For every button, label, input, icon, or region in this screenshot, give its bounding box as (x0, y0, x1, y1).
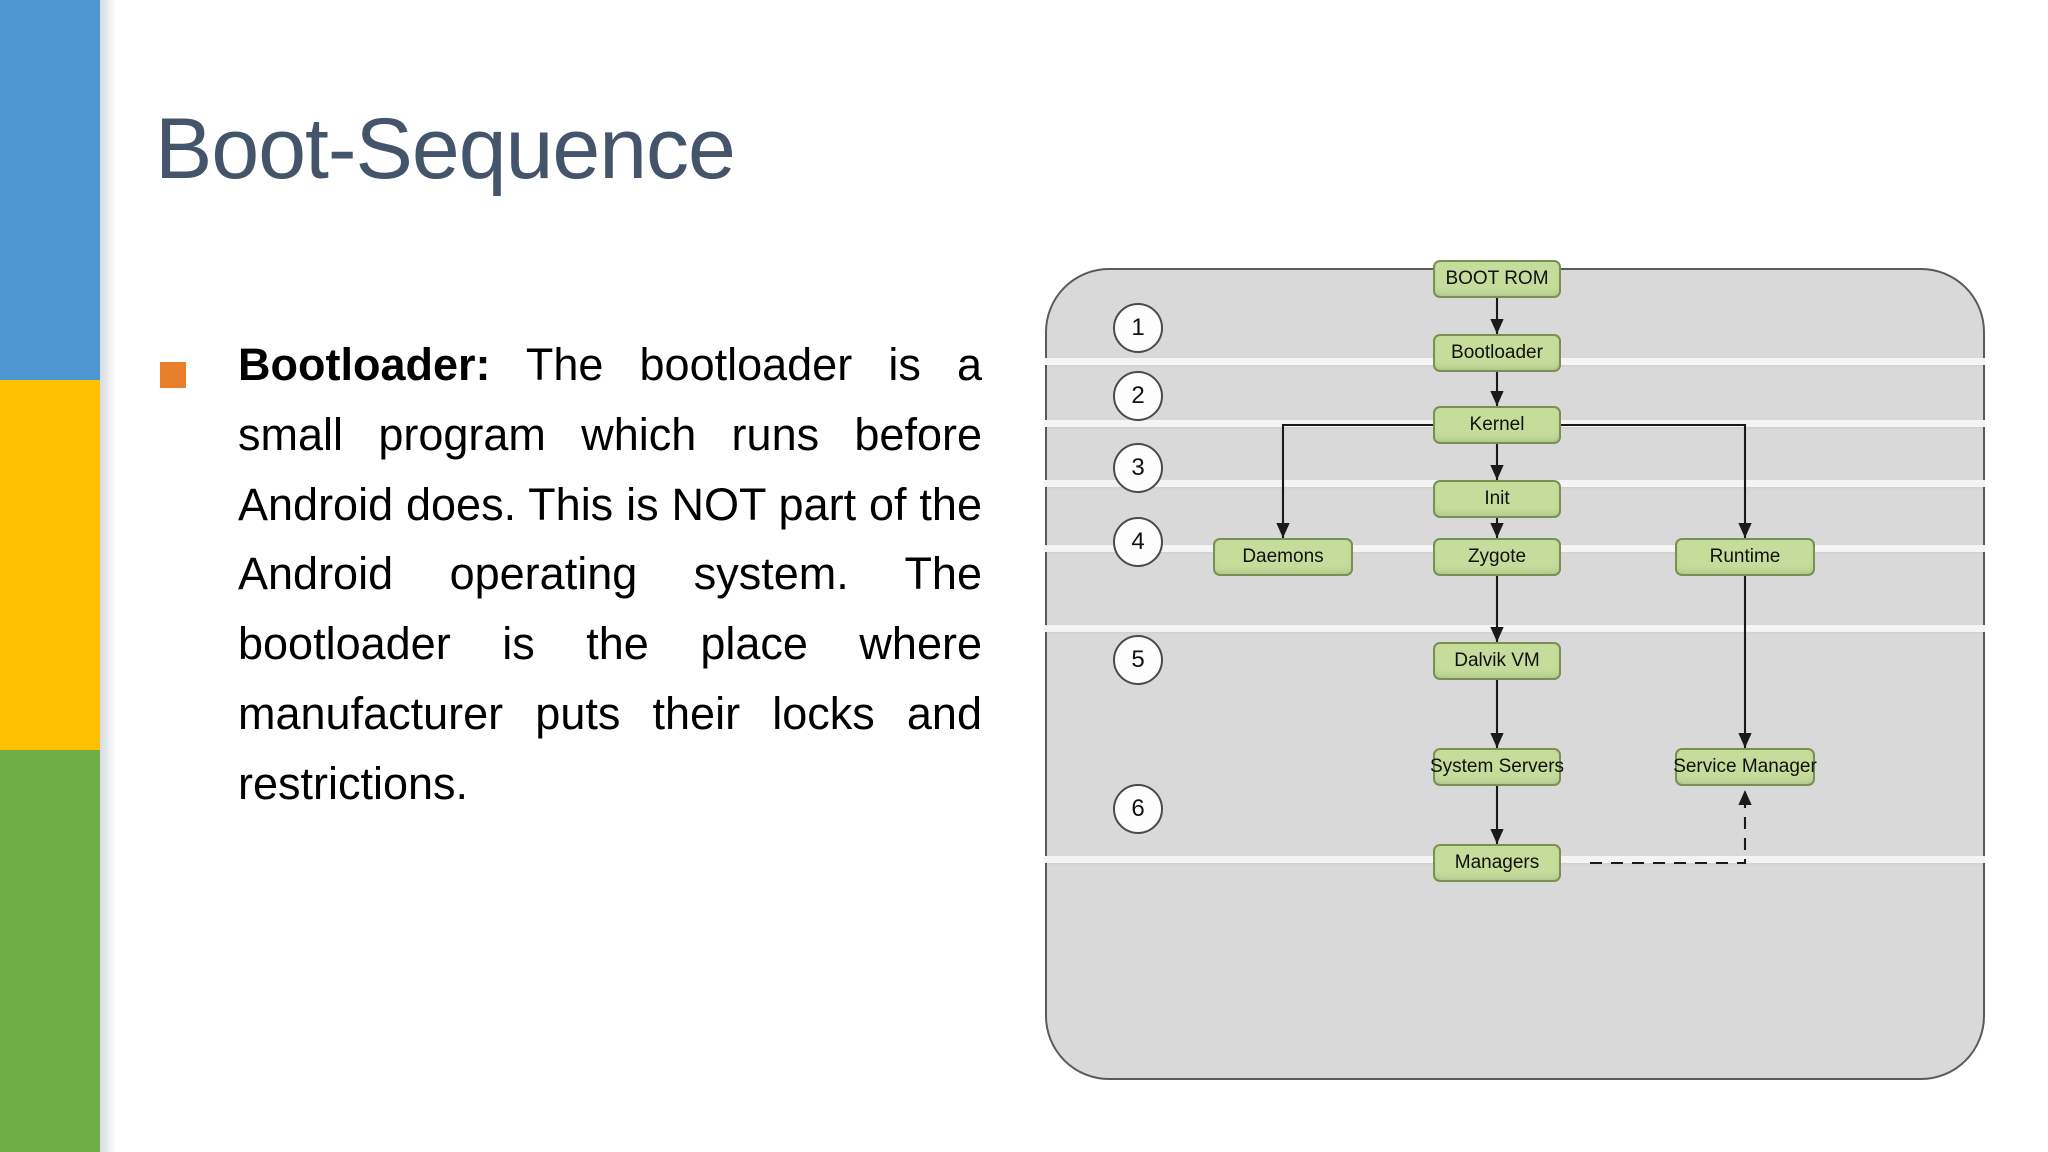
node-init[interactable]: Init (1433, 480, 1561, 518)
step-circle-1: 1 (1113, 303, 1163, 353)
accent-band-blue (0, 0, 100, 380)
page-title: Boot-Sequence (155, 101, 736, 197)
step-circle-4: 4 (1113, 517, 1163, 567)
step-circle-6: 6 (1113, 784, 1163, 834)
bullet-square-icon (160, 362, 186, 388)
node-system-servers[interactable]: System Servers (1430, 748, 1564, 786)
node-runtime[interactable]: Runtime (1675, 538, 1815, 576)
accent-band-green (0, 750, 100, 1152)
accent-band-yellow (0, 380, 100, 750)
node-bootloader[interactable]: Bootloader (1433, 334, 1561, 372)
node-daemons[interactable]: Daemons (1213, 538, 1353, 576)
boot-sequence-diagram: 1 2 3 4 5 6 (1045, 260, 1985, 1080)
node-service-manager[interactable]: Service Manager (1673, 748, 1817, 786)
bullet-list: Bootloader: The bootloader is a small pr… (152, 330, 982, 818)
node-dalvik-vm[interactable]: Dalvik VM (1433, 642, 1561, 680)
list-item: Bootloader: The bootloader is a small pr… (152, 330, 982, 818)
accent-bar-shadow (100, 0, 116, 1152)
node-managers[interactable]: Managers (1433, 844, 1561, 882)
step-circle-2: 2 (1113, 371, 1163, 421)
step-circle-3: 3 (1113, 443, 1163, 493)
node-zygote[interactable]: Zygote (1433, 538, 1561, 576)
step-circle-5: 5 (1113, 635, 1163, 685)
bullet-body-text: The bootloader is a small program which … (238, 339, 982, 809)
lane-divider (1045, 625, 1985, 632)
bullet-lead-label: Bootloader: (238, 339, 491, 390)
node-boot-rom[interactable]: BOOT ROM (1433, 260, 1561, 298)
node-kernel[interactable]: Kernel (1433, 406, 1561, 444)
diagram-container (1045, 268, 1985, 1080)
